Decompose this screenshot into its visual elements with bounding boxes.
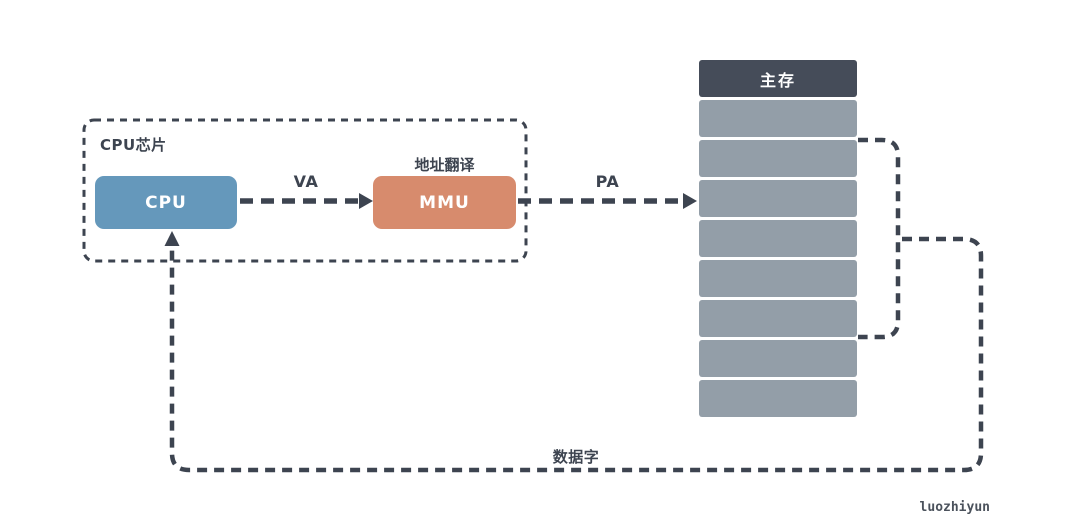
va-label: VA [293, 172, 319, 191]
memory-cell [699, 380, 857, 417]
memory-cell [699, 340, 857, 377]
watermark: luozhiyun [919, 500, 990, 515]
mmu-caption: 地址翻译 [414, 156, 475, 174]
memory-cell [699, 100, 857, 137]
memory-cell [699, 260, 857, 297]
pa-label: PA [595, 172, 620, 191]
main-memory-stack: 主存 [699, 60, 857, 417]
memory-bracket [858, 137, 901, 340]
main-memory-title: 主存 [759, 70, 796, 90]
data-word-arrowhead [164, 231, 180, 246]
data-word-path [169, 236, 984, 473]
mmu-box: MMU [373, 176, 516, 229]
memory-cell [699, 180, 857, 217]
cpu-chip-label: CPU芯片 [100, 136, 167, 154]
memory-cell [699, 300, 857, 337]
pa-arrowhead [683, 193, 697, 209]
mmu-box-label: MMU [419, 192, 470, 213]
main-memory-header: 主存 [699, 60, 857, 97]
memory-cell [699, 220, 857, 257]
data-word-label: 数据字 [552, 448, 600, 466]
cpu-box-label: CPU [145, 192, 187, 213]
va-arrowhead [359, 193, 373, 209]
memory-cell [699, 140, 857, 177]
cpu-box: CPU [95, 176, 237, 229]
cpu-chip-dashed-border [82, 118, 528, 263]
